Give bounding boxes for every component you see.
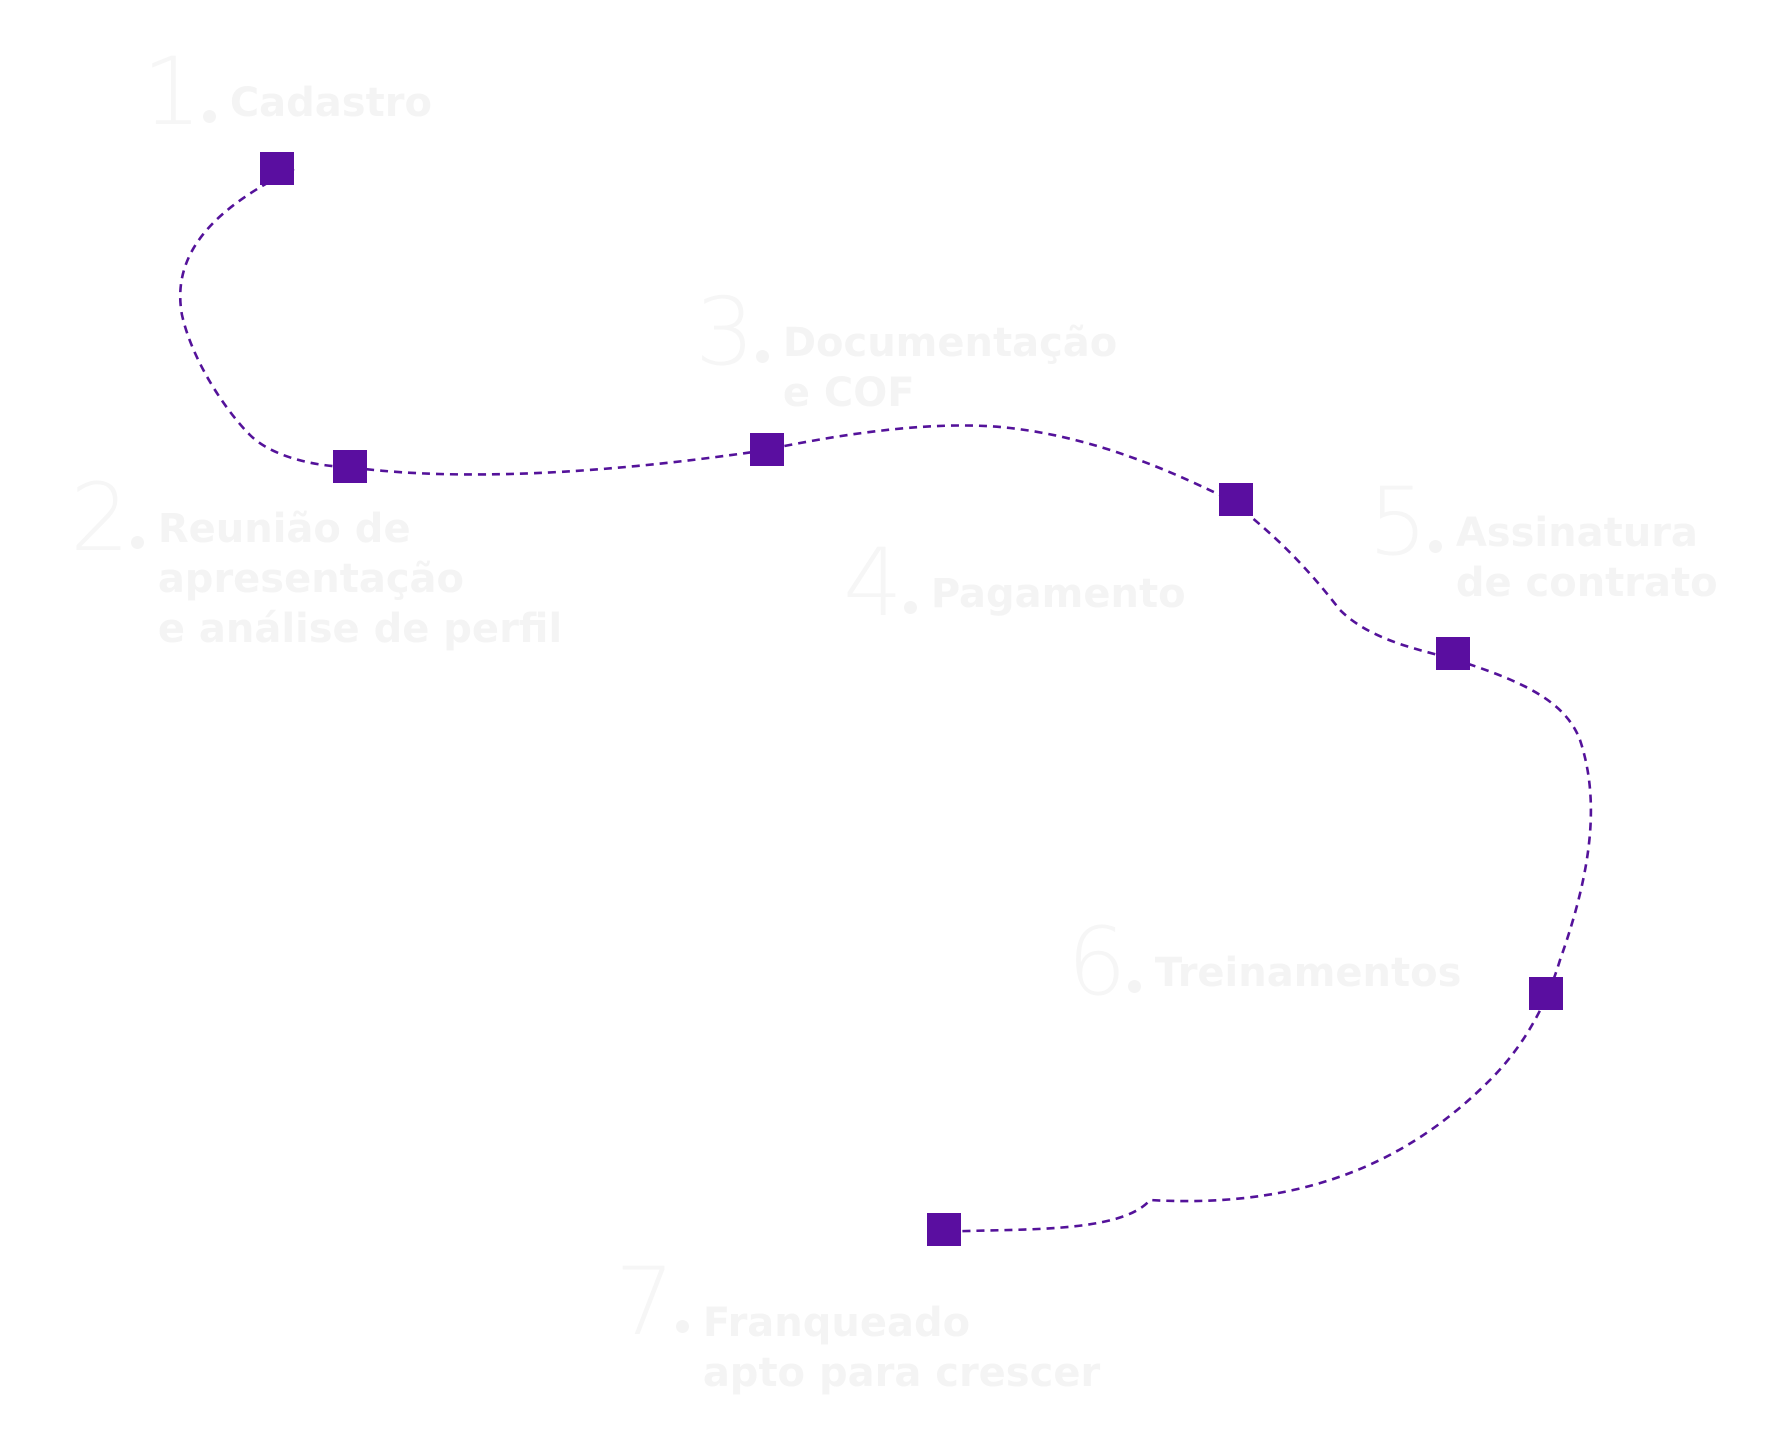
step-dot [1428, 540, 1442, 553]
step-label: Documentação e COF [783, 318, 1117, 418]
step-marker-4 [1219, 483, 1253, 516]
step-1: 1 Cadastro [142, 38, 432, 147]
step-label: Cadastro [230, 78, 432, 128]
step-5: 5 Assinatura de contrato [1368, 468, 1718, 608]
step-2: 2 Reunião de apresentação e análise de p… [70, 464, 562, 654]
step-label-line: de contrato [1455, 560, 1718, 606]
step-number: 7 [615, 1248, 675, 1357]
step-marker-2 [333, 450, 367, 483]
step-label-line: apto para crescer [702, 1350, 1101, 1396]
step-4: 4 Pagamento [843, 529, 1186, 638]
step-number: 2 [70, 464, 130, 573]
step-3: 3 Documentação e COF [695, 278, 1117, 418]
step-label-line: Treinamentos [1154, 950, 1462, 996]
step-label-line: Reunião de [157, 506, 411, 552]
step-label-line: e COF [782, 370, 915, 416]
step-7: 7 Franqueado apto para crescer [615, 1248, 1100, 1398]
step-dot [202, 110, 216, 123]
step-label-line: Assinatura [1455, 510, 1698, 556]
step-dot [130, 536, 144, 549]
step-label-line: Cadastro [229, 80, 432, 126]
step-label-line: Pagamento [930, 571, 1186, 617]
step-dot [1127, 980, 1141, 993]
journey-path [179, 167, 1593, 1234]
step-label: Pagamento [931, 569, 1186, 619]
step-number: 3 [695, 278, 755, 387]
step-marker-1 [260, 152, 294, 185]
step-label-line: Documentação [782, 320, 1118, 366]
step-marker-5 [1436, 637, 1470, 670]
step-dot [675, 1320, 689, 1333]
step-number: 6 [1067, 908, 1127, 1017]
step-label: Franqueado apto para crescer [703, 1298, 1100, 1398]
step-marker-6 [1529, 977, 1563, 1010]
step-marker-7 [927, 1213, 961, 1246]
step-label: Reunião de apresentação e análise de per… [158, 504, 562, 654]
step-number: 5 [1368, 468, 1428, 577]
step-label: Assinatura de contrato [1456, 508, 1718, 608]
step-label-line: Franqueado [702, 1300, 971, 1346]
step-number: 1 [142, 38, 202, 147]
step-label: Treinamentos [1155, 948, 1462, 998]
step-number: 4 [843, 529, 903, 638]
step-dot [755, 350, 769, 363]
step-dot [903, 601, 917, 614]
step-marker-3 [750, 433, 784, 466]
step-6: 6 Treinamentos [1067, 908, 1462, 1017]
step-label-line: apresentação [157, 556, 465, 602]
step-label-line: e análise de perfil [157, 606, 563, 652]
